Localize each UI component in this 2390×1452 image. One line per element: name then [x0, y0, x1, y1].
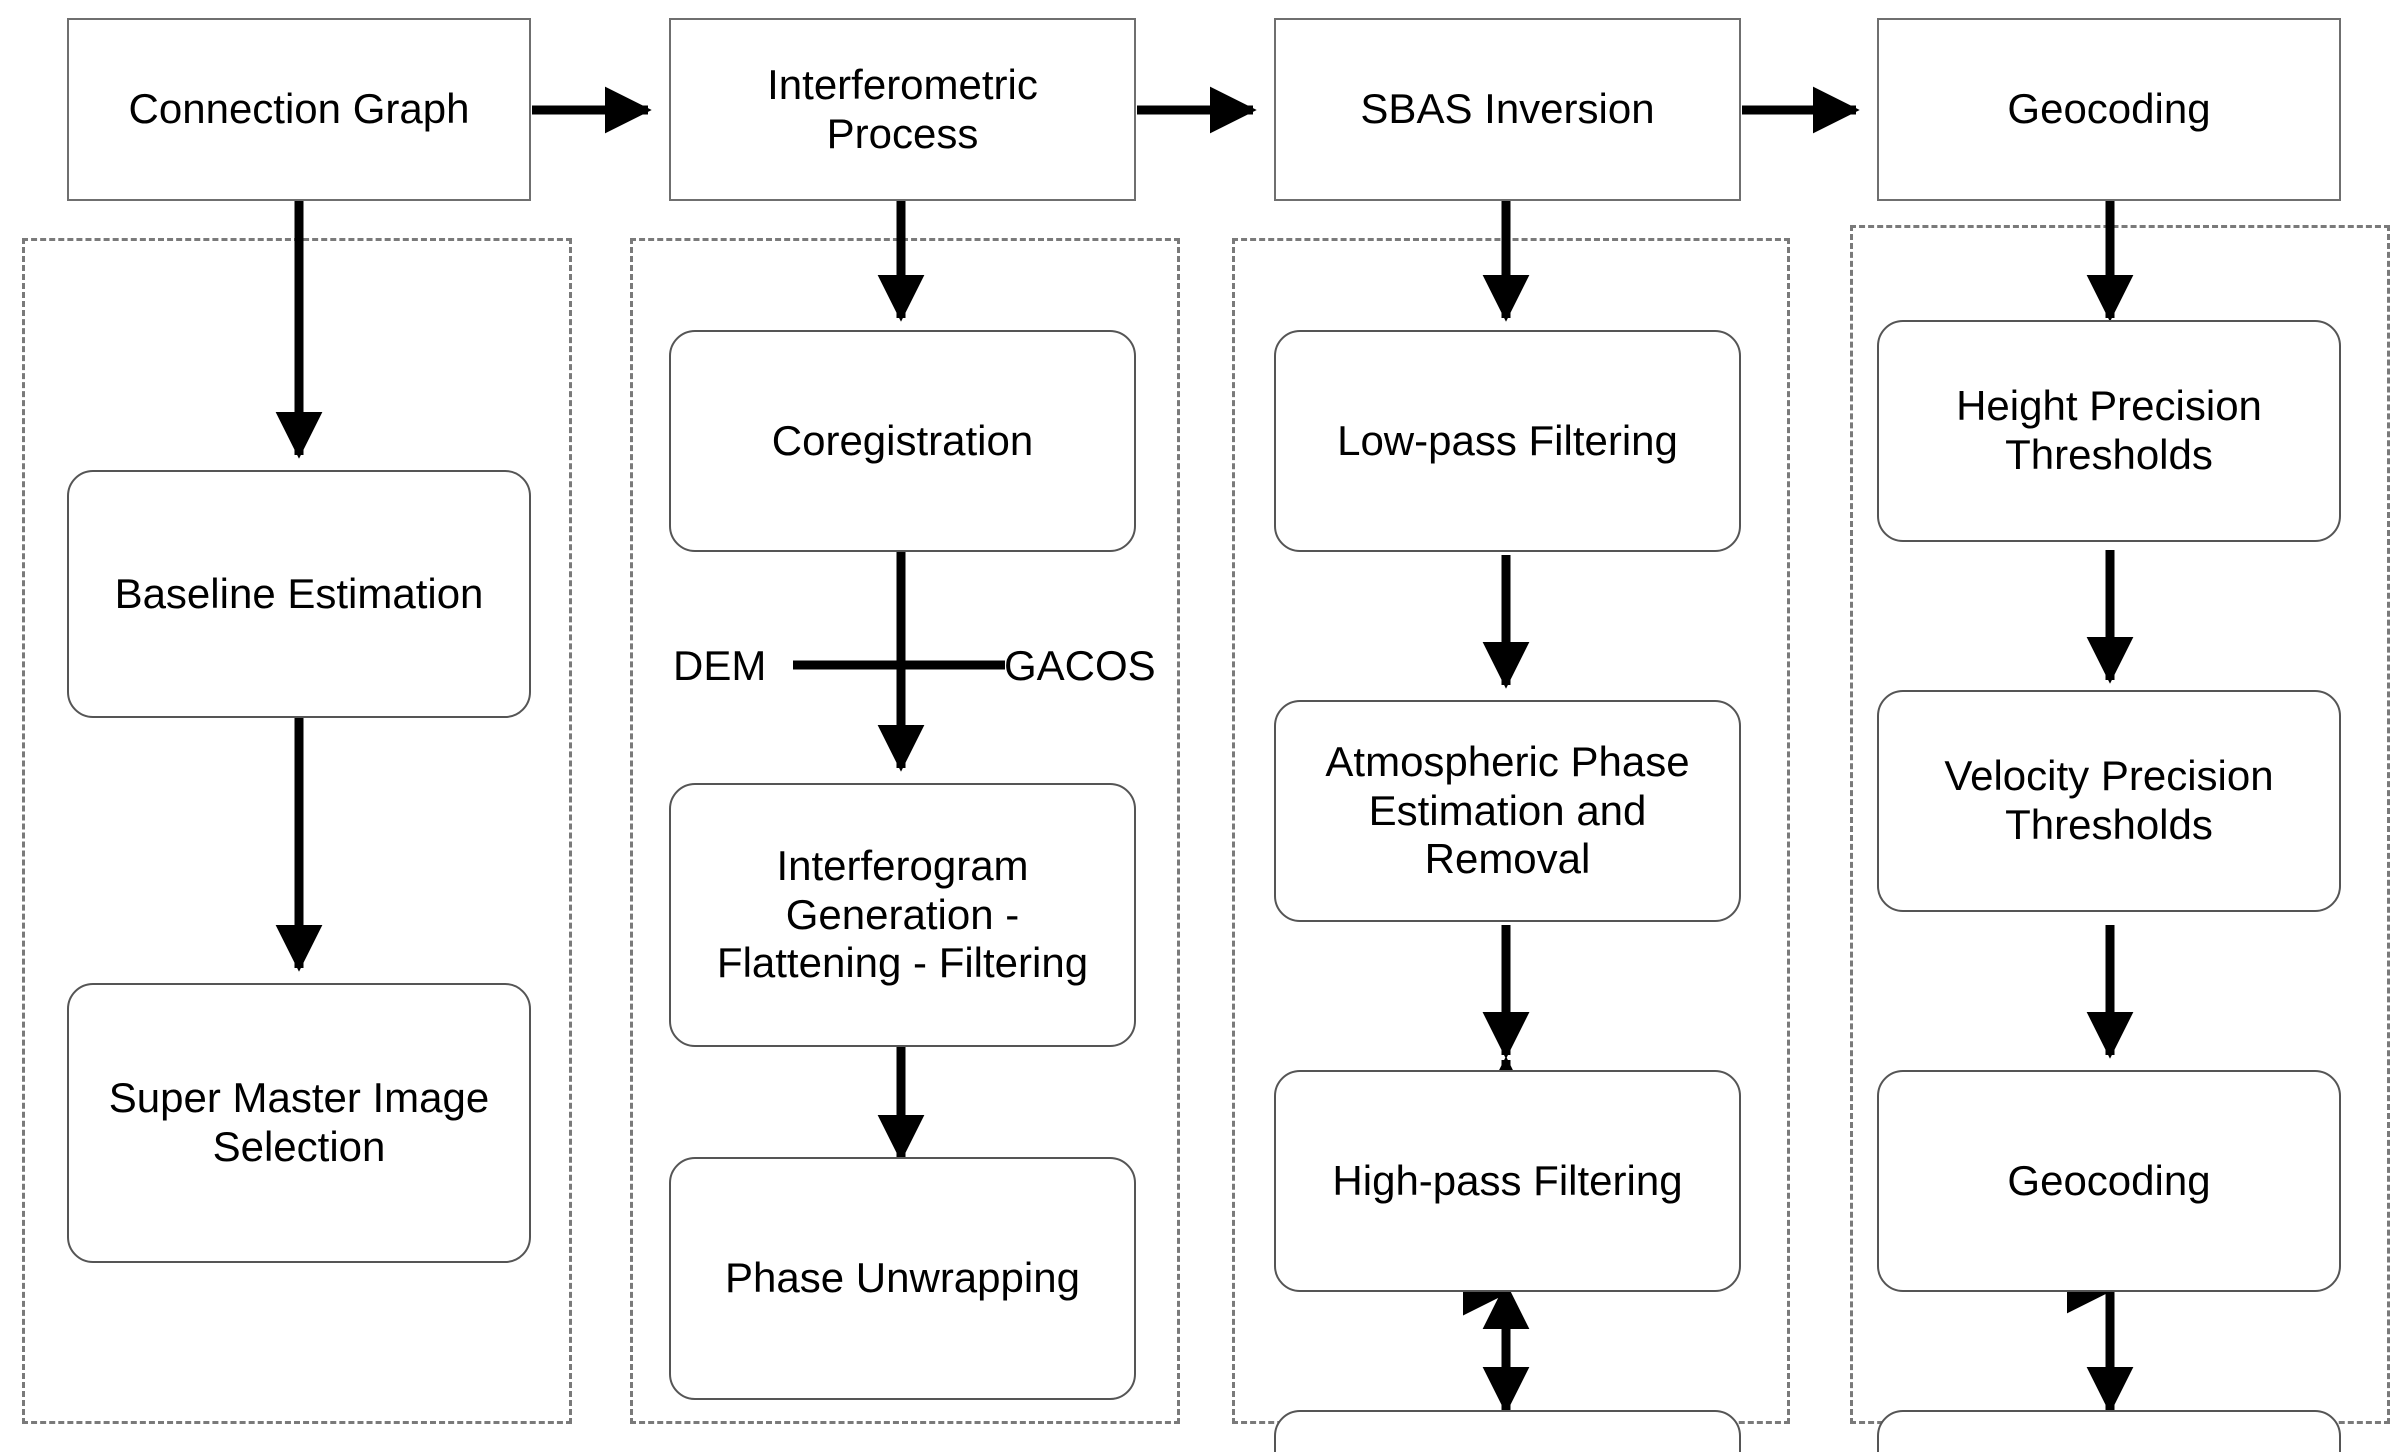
step-interferogram-generation[interactable]: Interferogram Generation - Flattening - … — [669, 783, 1136, 1047]
step-velocity-precision-thresholds[interactable]: Velocity Precision Thresholds — [1877, 690, 2341, 912]
side-input-dem-label: DEM — [673, 642, 767, 689]
step-time-series-deformation-results[interactable]: Time-series Deformation Results — [1877, 1410, 2341, 1452]
side-input-gacos-label: GACOS — [1004, 642, 1156, 689]
stage-connection-graph[interactable]: Connection Graph — [67, 18, 531, 201]
stage-interferometric-process[interactable]: Interferometric Process — [669, 18, 1136, 201]
stage-geocoding[interactable]: Geocoding — [1877, 18, 2341, 201]
step-atmospheric-phase-estimation[interactable]: Atmospheric Phase Estimation and Removal — [1274, 700, 1741, 922]
step-integration-ps-ds[interactable]: Integration of PS and DS — [1274, 1410, 1741, 1452]
stage-sbas-inversion[interactable]: SBAS Inversion — [1274, 18, 1741, 201]
step-coregistration[interactable]: Coregistration — [669, 330, 1136, 552]
step-geocoding[interactable]: Geocoding — [1877, 1070, 2341, 1292]
step-height-precision-thresholds[interactable]: Height Precision Thresholds — [1877, 320, 2341, 542]
step-baseline-estimation[interactable]: Baseline Estimation — [67, 470, 531, 718]
step-high-pass-filtering[interactable]: High-pass Filtering — [1274, 1070, 1741, 1292]
step-super-master-image-selection[interactable]: Super Master Image Selection — [67, 983, 531, 1263]
step-phase-unwrapping[interactable]: Phase Unwrapping — [669, 1157, 1136, 1400]
step-low-pass-filtering[interactable]: Low-pass Filtering — [1274, 330, 1741, 552]
